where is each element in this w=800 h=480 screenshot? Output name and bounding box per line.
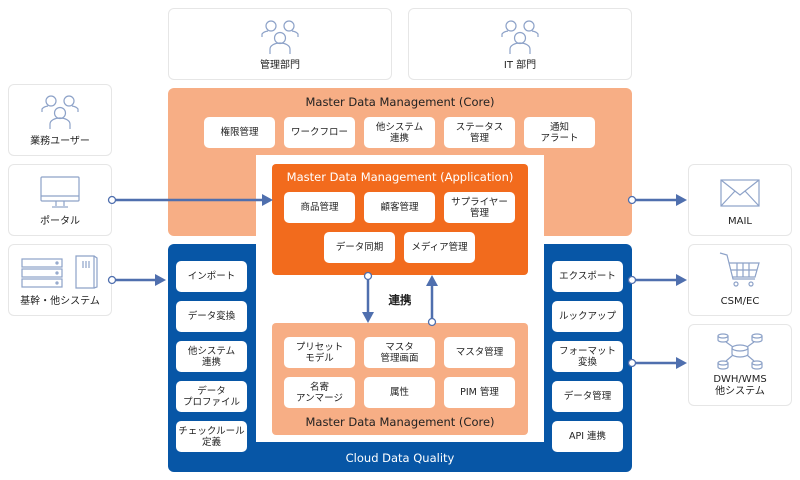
arrow-core-to-application: [426, 275, 438, 327]
cdq-left-item: データ変換: [176, 301, 247, 332]
actor-business-users: 業務ユーザー: [8, 84, 112, 156]
actor-label: ポータル: [40, 216, 80, 227]
core-top-item: ワークフロー: [284, 117, 355, 148]
application-item: サプライヤー 管理: [444, 192, 515, 223]
application-item: 顧客管理: [364, 192, 435, 223]
actor-label: 基幹・他システム: [20, 296, 100, 307]
actor-management-dept: 管理部門: [168, 8, 392, 80]
core-bottom-item: 名寄 アンマージ: [284, 377, 355, 408]
cdq-right-item: フォーマット 変換: [552, 341, 623, 372]
core-top-item: 他システム 連携: [364, 117, 435, 148]
arrow-core-systems-to-import: [107, 274, 166, 286]
cdq-right-item: エクスポート: [552, 261, 623, 292]
actor-label: 業務ユーザー: [30, 136, 90, 147]
cdq-left-item: チェックルール 定義: [176, 421, 247, 452]
shopping-cart-icon: [719, 252, 760, 287]
application-item: データ同期: [324, 232, 395, 263]
actor-label: 管理部門: [260, 60, 300, 71]
envelope-icon: [720, 179, 760, 207]
arrow-portal-to-application: [107, 194, 273, 206]
arrow-export-to-csm-ec: [627, 274, 687, 286]
arrow-core-to-mail: [627, 194, 687, 206]
core-bottom-item: 属性: [364, 377, 435, 408]
monitor-icon: [40, 176, 80, 208]
actor-label: IT 部門: [503, 60, 537, 71]
people-icon: [261, 20, 299, 54]
actor-core-systems: 基幹・他システム: [8, 244, 112, 316]
application-item: メディア管理: [404, 232, 475, 263]
target-label: CSM/EC: [720, 296, 760, 307]
core-bottom-item: マスタ 管理画面: [364, 337, 435, 368]
target-mail: MAIL: [688, 164, 792, 236]
core-top-item: ステータス 管理: [444, 117, 515, 148]
core-bottom-item: プリセット モデル: [284, 337, 355, 368]
core-bottom-item: PIM 管理: [444, 377, 515, 408]
cdq-right-item: API 連携: [552, 421, 623, 452]
core-bottom-item: マスタ管理: [444, 337, 515, 368]
arrow-application-to-core: [362, 271, 374, 323]
database-network-icon: [717, 333, 763, 370]
cdq-left-item: インポート: [176, 261, 247, 292]
mdm-core-bottom-title: Master Data Management (Core): [305, 415, 495, 429]
cdq-right-item: ルックアップ: [552, 301, 623, 332]
people-icon: [501, 20, 539, 54]
target-label: MAIL: [728, 216, 752, 227]
target-label: DWH/WMS 他システム: [713, 374, 767, 397]
cdq-left-item: 他システム 連携: [176, 341, 247, 372]
actor-it-dept: IT 部門: [408, 8, 632, 80]
target-csm-ec: CSM/EC: [688, 244, 792, 316]
application-item: 商品管理: [284, 192, 355, 223]
core-top-item: 権限管理: [204, 117, 275, 148]
mdm-application-title: Master Data Management (Application): [286, 170, 514, 184]
people-icon: [41, 95, 79, 129]
target-dwh-wms: DWH/WMS 他システム: [688, 324, 792, 406]
mdm-core-top-title: Master Data Management (Core): [305, 95, 495, 109]
server-icon: [21, 255, 98, 289]
cloud-data-quality-title: Cloud Data Quality: [345, 451, 455, 465]
core-top-item: 通知 アラート: [524, 117, 595, 148]
cdq-left-item: データ プロファイル: [176, 381, 247, 412]
link-label: 連携: [388, 293, 412, 307]
arrow-format-to-dwh: [627, 357, 687, 369]
cdq-right-item: データ管理: [552, 381, 623, 412]
